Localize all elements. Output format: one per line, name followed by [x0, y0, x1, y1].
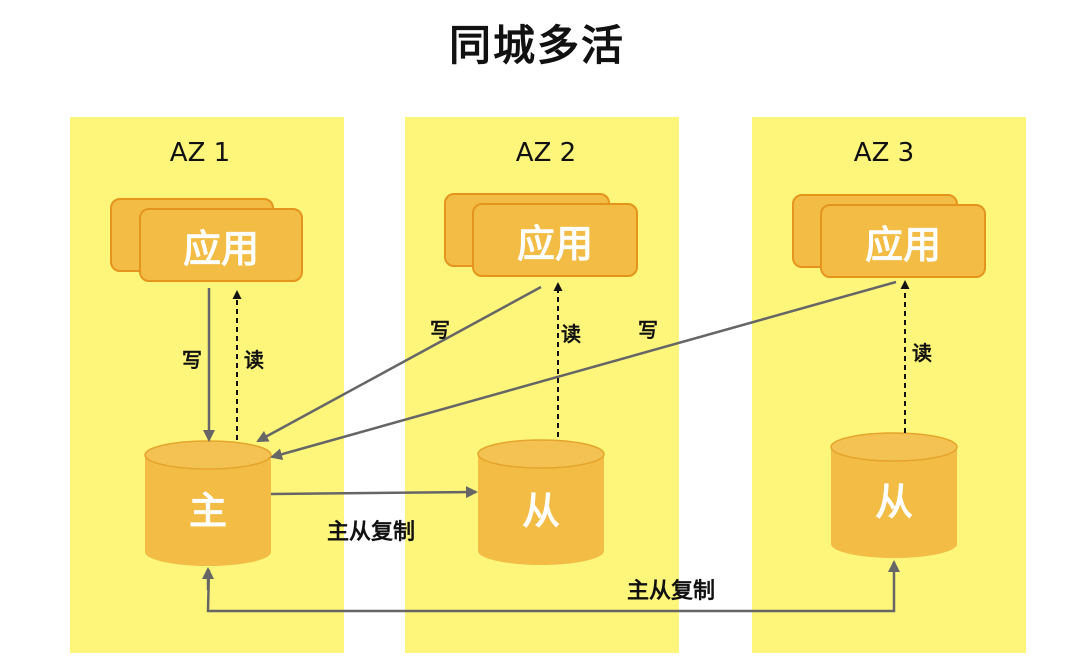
replica-db-label-az2: 从 [521, 489, 560, 533]
read-label-az1: 读 [244, 348, 264, 372]
replication-label-az3: 主从复制 [627, 579, 716, 604]
replication-arrow-az2 [270, 486, 478, 499]
replica-database-az2 [477, 439, 605, 565]
replication-arrow-az3 [206, 560, 900, 613]
write-arrow-az3 [270, 280, 897, 461]
read-label-az3: 读 [912, 341, 932, 365]
write-label-az2: 写 [430, 318, 450, 342]
app-node-az1: 应用 [139, 208, 303, 282]
write-label-az1: 写 [182, 348, 202, 372]
replication-label-az2: 主从复制 [327, 520, 416, 545]
diagram-title: 同城多活 [448, 21, 625, 70]
replica-database-az3 [830, 432, 958, 558]
read-label-az2: 读 [561, 322, 581, 346]
zone-label-az3: AZ 3 [853, 138, 915, 168]
replica-db-label-az3: 从 [874, 480, 913, 524]
master-db-label: 主 [188, 489, 227, 533]
write-arrow-az2 [256, 285, 542, 443]
zone-label-az1: AZ 1 [169, 138, 231, 168]
app-node-az3: 应用 [820, 204, 986, 278]
zone-label-az2: AZ 2 [515, 138, 577, 168]
app-node-az2: 应用 [472, 203, 638, 277]
write-label-az3: 写 [638, 318, 658, 342]
